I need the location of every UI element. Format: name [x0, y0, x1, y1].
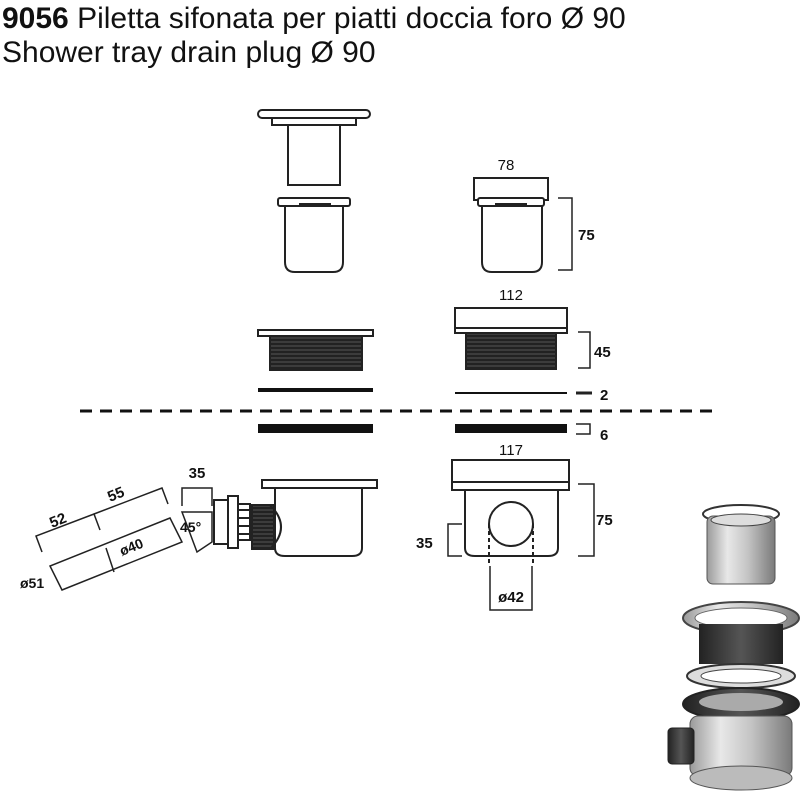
- dim-35-left: 35: [189, 465, 206, 482]
- right-dim-brackets: [447, 483, 595, 611]
- product-code: 9056: [2, 2, 69, 35]
- right-siphon-cup: [473, 177, 549, 273]
- left-gasket-thick: [258, 424, 373, 433]
- dim-52: 52: [47, 510, 69, 532]
- left-siphon-cup: [277, 197, 351, 273]
- right-gasket-thick: [455, 424, 567, 433]
- dim-45-degrees: 45°: [180, 519, 201, 535]
- dim-45: 45: [594, 344, 611, 361]
- left-dimension-lines: [35, 487, 213, 553]
- right-dim-75-top: [558, 197, 573, 271]
- right-dim-2-6: [576, 391, 592, 435]
- left-threaded-flange: [257, 329, 374, 371]
- right-threaded-flange: [454, 307, 568, 370]
- right-dim-45: [578, 331, 591, 369]
- product-photo: [667, 504, 800, 791]
- left-elbow-pipe: [48, 511, 213, 591]
- dim-6: 6: [600, 427, 608, 444]
- title-italian-text: Piletta sifonata per piatti doccia foro …: [77, 2, 626, 35]
- dim-78: 78: [498, 157, 515, 174]
- title-italian: 9056 Piletta sifonata per piatti doccia …: [2, 2, 626, 36]
- right-drain-body: [451, 459, 570, 565]
- dim-o51: ø51: [20, 575, 44, 591]
- left-gasket-thin: [258, 388, 373, 392]
- dim-112: 112: [499, 287, 523, 304]
- title-english: Shower tray drain plug Ø 90: [2, 36, 376, 69]
- left-outlet-nut: [213, 495, 251, 549]
- left-drain-body: [251, 479, 378, 557]
- left-grate-cover: [257, 109, 371, 186]
- title-block: 9056 Piletta sifonata per piatti doccia …: [2, 2, 626, 70]
- dim-75-body: 75: [596, 512, 613, 529]
- dim-35-right: 35: [416, 535, 433, 552]
- dim-75-top: 75: [578, 227, 595, 244]
- dim-55: 55: [105, 484, 127, 506]
- dim-2: 2: [600, 387, 608, 404]
- dim-117: 117: [499, 442, 523, 459]
- dim-o42: ø42: [498, 589, 524, 606]
